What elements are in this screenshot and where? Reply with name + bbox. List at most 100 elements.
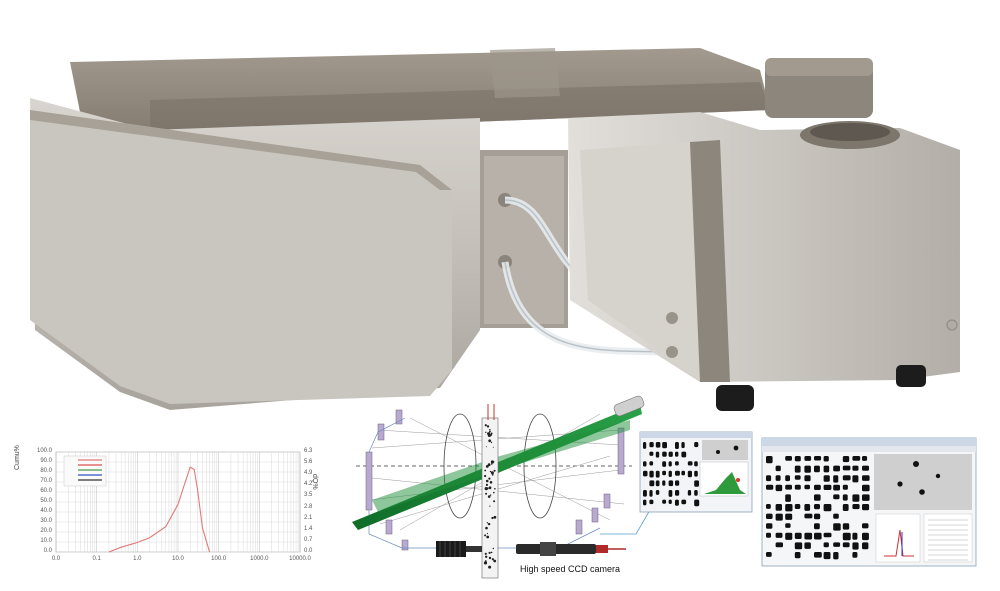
particle-thumbnail [842,542,850,548]
particle-thumbnail [785,532,793,540]
particle-thumbnail [823,475,830,482]
y2-tick-label: 6.3 [304,448,313,454]
particle-thumbnail [766,532,771,538]
particle-thumbnail [842,456,850,463]
particle-thumbnail [823,532,832,538]
particle-thumbnail [862,494,870,501]
y-axis-right-label: dQ% [311,474,318,490]
particle-thumbnail [814,484,821,490]
particle-thumbnail [655,480,660,487]
laser-source [613,395,645,417]
particle-thumbnail [804,456,812,461]
particle-thumbnail [804,504,811,511]
particle-thumbnail [675,442,679,449]
y2-tick-label: 0.0 [304,548,313,554]
y2-tick-label: 0.7 [304,536,313,543]
particle [493,559,497,563]
particle-thumbnail [862,465,869,471]
particle-thumbnail [852,494,860,502]
particle [490,432,493,435]
particle-thumbnail [833,552,839,560]
chart-legend [63,455,107,487]
particle-thumbnail [766,552,772,557]
particle-thumbnail [668,490,673,497]
particle-thumbnail [785,513,793,520]
particle-thumbnail [775,504,782,511]
particle-thumbnail [662,470,666,476]
particle-thumbnail [823,465,830,473]
particle-thumbnail [649,480,655,487]
particle [487,432,491,436]
particle-thumbnail [766,484,774,490]
particle [491,473,494,476]
particle [490,551,493,554]
particle [484,534,487,537]
particle-thumbnail [675,470,680,476]
particle [490,434,493,436]
particle-thumbnail [775,465,781,472]
particle [485,465,489,468]
particle-thumbnail [862,475,870,481]
particle-thumbnail [785,475,790,482]
particle-thumbnail [785,523,791,528]
particle-thumbnail [842,532,851,541]
particle [486,532,488,535]
y2-tick-label: 2.1 [304,514,313,521]
particle [486,425,490,428]
particle-thumbnail [766,523,773,529]
ccd-camera [436,541,626,557]
instrument-front-panel [30,110,452,404]
particle-thumbnail [643,461,647,467]
particle-thumbnail [649,461,654,466]
particle-thumbnail [649,442,654,448]
particle-thumbnail [775,475,781,481]
particle [485,431,487,433]
dispersion-unit-front [580,142,700,380]
particle-thumbnail [662,499,667,504]
particle [492,547,494,550]
x-tick-label: 10000.0 [289,556,311,562]
particle-thumbnail [794,484,801,490]
particle-thumbnail [675,461,679,466]
particle-thumbnail [649,451,654,456]
particle-thumbnail [794,532,802,539]
particle-thumbnail [668,470,672,477]
particle-thumbnail [649,499,654,505]
particle [484,469,487,472]
particle-thumbnail [681,442,685,449]
particle-thumbnail [852,542,859,550]
particle-thumbnail [804,484,810,490]
particle-thumbnail [794,465,801,473]
particle-thumbnail [862,484,870,492]
particle [484,474,487,478]
particle-thumbnail [775,484,783,492]
particle-thumbnail [852,456,861,461]
particle [492,446,494,448]
particle-thumbnail [842,465,851,471]
particle-thumbnail [655,470,660,478]
particle [488,477,491,480]
particle [493,491,495,494]
particle-thumbnail [785,456,792,461]
particle [488,551,491,554]
software-screen-small [639,431,753,513]
particle-thumbnail [842,484,848,490]
particle-thumbnail [687,490,692,496]
particle [488,487,491,489]
y-tick-label: 100.0 [36,448,52,454]
particle [493,469,496,472]
series-line [108,466,211,553]
particle-thumbnail [643,470,648,477]
particle-thumbnail [794,542,803,550]
particle [484,487,488,491]
particle-thumbnail [649,490,653,497]
lens-right [523,413,557,519]
particle-thumbnail [862,542,869,550]
particle-thumbnail [814,552,822,558]
particle-thumbnail [655,442,661,448]
particle [491,558,494,561]
particle-thumbnail [842,475,851,481]
particle-thumbnail [794,475,801,480]
particle-thumbnail [794,456,801,462]
